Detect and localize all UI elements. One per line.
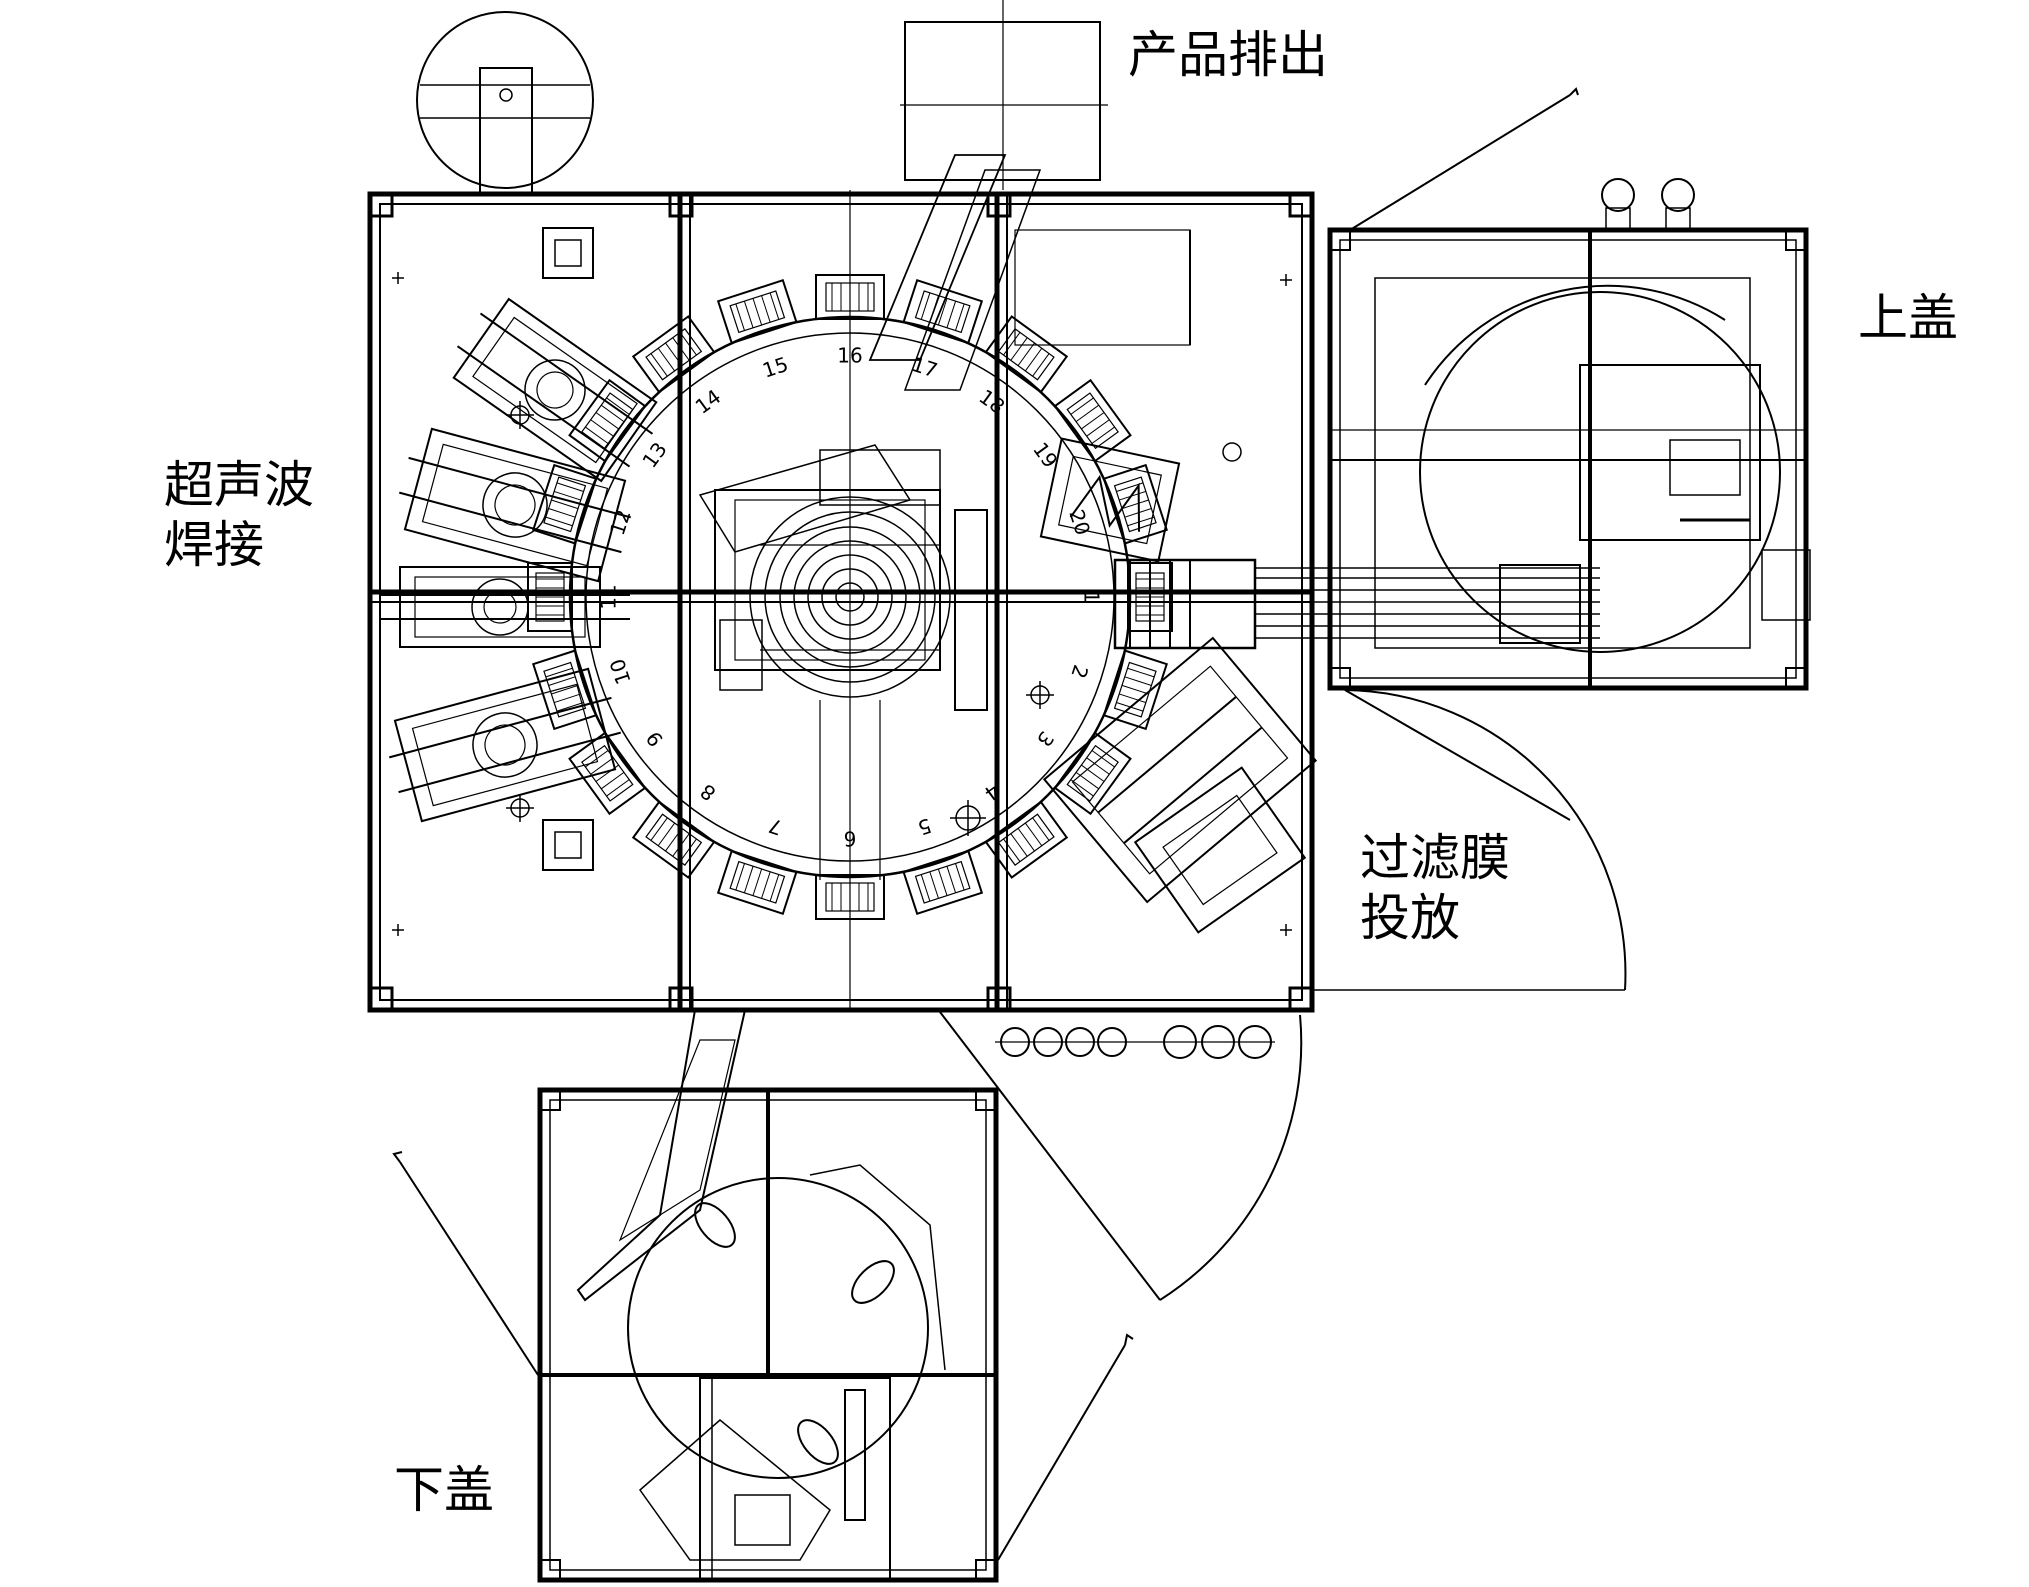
upper-cover-feeder: [1327, 87, 1811, 691]
station-number-4: 4: [980, 779, 1004, 806]
station-number-13: 13: [637, 438, 671, 473]
station-fixture-8: [631, 800, 716, 879]
ultrasonic-welding-label: 超声波 焊接: [164, 455, 314, 575]
product-output-chute: [868, 0, 1108, 391]
top-left-reel: [416, 11, 594, 194]
station-number-10: 10: [605, 656, 636, 688]
station-number-2: 2: [1066, 662, 1093, 682]
station-number-20: 20: [1064, 507, 1095, 539]
lower-cover-label: 下盖: [394, 1461, 494, 1519]
station-number-18: 18: [975, 384, 1010, 418]
station-number-3: 3: [1032, 727, 1059, 751]
station-fixture-18: [984, 315, 1069, 394]
station-fixture-4: [984, 800, 1069, 879]
station-number-1: 1: [1080, 591, 1104, 604]
station-number-5: 5: [915, 813, 935, 840]
filter-film-label-line2: 投放: [1360, 889, 1460, 947]
rotary-table: [568, 190, 1132, 1010]
station-fixture-11: [527, 562, 573, 632]
station-fixture-13: [568, 378, 647, 463]
station-fixture-2: [1102, 649, 1168, 731]
station-number-16: 16: [837, 344, 862, 368]
upper-cover-label: 上盖: [1858, 289, 1958, 347]
station-number-9: 9: [641, 727, 668, 751]
ultrasonic-welding-label-line2: 焊接: [164, 516, 264, 574]
station-fixtures: [527, 274, 1173, 920]
station-number-14: 14: [691, 384, 726, 418]
station-fixture-15: [716, 279, 798, 345]
station-number-15: 15: [760, 352, 792, 383]
station-fixture-14: [631, 315, 716, 394]
ultrasonic-welding-units: [380, 227, 658, 871]
product-output-label: 产品排出: [1128, 26, 1328, 84]
right-quadrant-parts: [950, 229, 1318, 934]
station-fixture-3: [1053, 731, 1132, 816]
lower-cover-feeder: [392, 1009, 1134, 1583]
station-fixture-5: [902, 849, 984, 915]
filter-film-label-line1: 过滤膜: [1360, 829, 1510, 887]
transfer-rails: [1255, 564, 1600, 644]
station-fixture-6: [815, 874, 885, 920]
station-fixture-9: [568, 731, 647, 816]
ultrasonic-welding-label-line1: 超声波: [164, 456, 314, 514]
station-number-8: 8: [696, 779, 720, 806]
station-fixture-19: [1053, 378, 1132, 463]
station-fixture-16: [815, 274, 885, 320]
filter-film-door-swing: [939, 689, 1627, 1301]
station-fixture-7: [716, 849, 798, 915]
filter-film-label: 过滤膜 投放: [1360, 828, 1510, 948]
station-number-6: 6: [844, 827, 857, 851]
station-fixture-12: [532, 463, 598, 545]
station-fixture-10: [532, 649, 598, 731]
station-number-7: 7: [766, 813, 786, 840]
